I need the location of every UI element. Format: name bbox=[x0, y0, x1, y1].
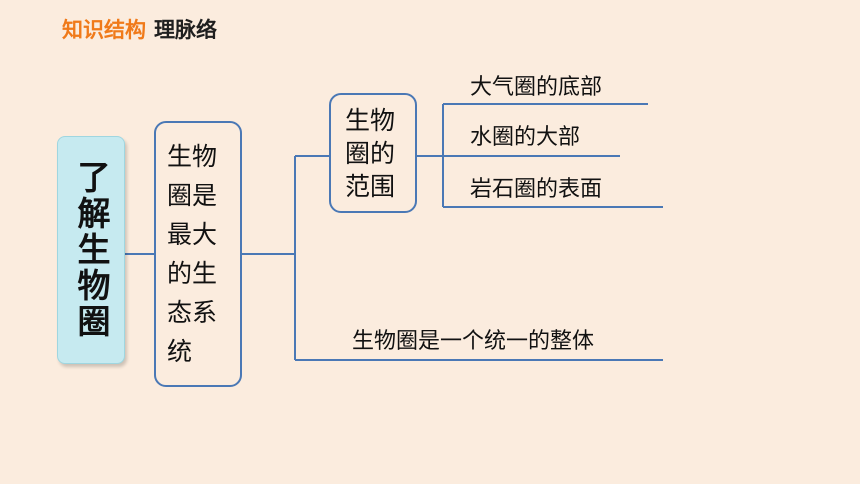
main-label: 生物圈是最大的生态系统 bbox=[167, 142, 218, 366]
unity-label: 生物圈是一个统一的整体 bbox=[352, 329, 595, 354]
range-node: 生物圈的范围 bbox=[329, 93, 417, 213]
range-item-lithosphere: 岩石圈的表面 bbox=[470, 177, 603, 202]
main-node: 生物圈是最大的生态系统 bbox=[154, 121, 242, 387]
section-header: 知识结构 理脉络 bbox=[62, 16, 217, 44]
range-label: 生物圈的范围 bbox=[345, 105, 396, 201]
range-item-hydrosphere: 水圈的大部 bbox=[470, 125, 581, 150]
header-title: 理脉络 bbox=[154, 18, 217, 42]
root-node: 了解生物圈 bbox=[57, 136, 125, 364]
header-accent: 知识结构 bbox=[62, 18, 146, 42]
range-item-atmosphere: 大气圈的底部 bbox=[470, 75, 603, 100]
root-label: 了解生物圈 bbox=[72, 160, 111, 340]
